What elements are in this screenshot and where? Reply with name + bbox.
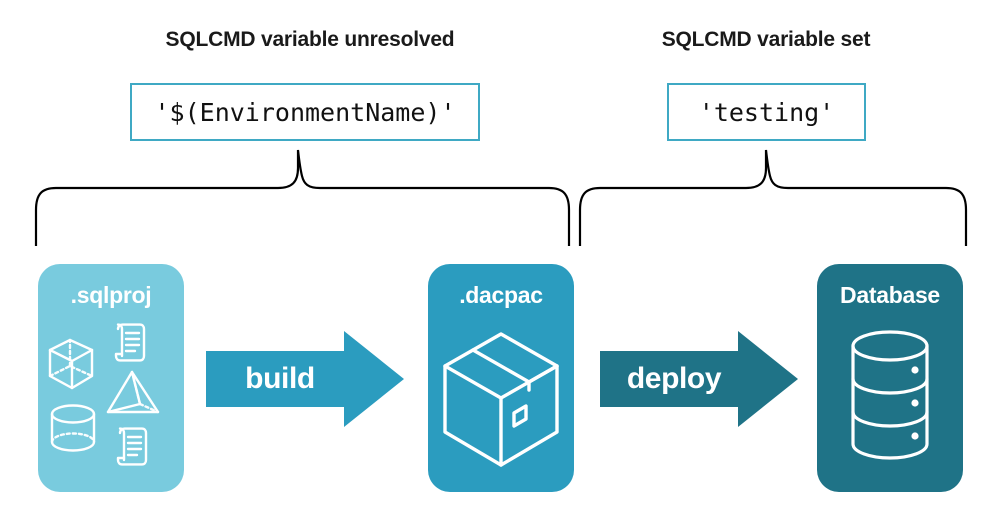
database-cylinder-icon [851, 330, 929, 460]
pyramid-icon [106, 370, 160, 414]
cube-icon [48, 338, 94, 390]
section-label-set: SQLCMD variable set [661, 28, 871, 51]
arrow-build: build [206, 331, 404, 427]
arrow-build-shape [206, 331, 404, 427]
brace-left [30, 146, 575, 248]
card-dacpac[interactable]: .dacpac [428, 264, 574, 492]
section-label-unresolved: SQLCMD variable unresolved [165, 28, 455, 51]
card-dacpac-title: .dacpac [459, 282, 543, 308]
card-sqlproj-title: .sqlproj [70, 282, 152, 308]
arrow-deploy-shape [600, 331, 798, 427]
card-database[interactable]: Database [817, 264, 963, 492]
card-sqlproj[interactable]: .sqlproj [38, 264, 184, 492]
card-sqlproj-artwork [38, 320, 184, 484]
cylinder-icon [50, 404, 96, 452]
card-database-artwork [817, 320, 963, 484]
card-dacpac-artwork [428, 320, 574, 484]
brace-right [574, 146, 972, 248]
code-box-testing: 'testing' [667, 83, 866, 141]
scroll-icon [114, 323, 146, 362]
package-box-icon [443, 332, 559, 467]
scroll-icon [116, 427, 148, 466]
arrow-deploy: deploy [600, 331, 798, 427]
code-box-environment-name: '$(EnvironmentName)' [130, 83, 480, 141]
card-database-title: Database [840, 282, 940, 308]
